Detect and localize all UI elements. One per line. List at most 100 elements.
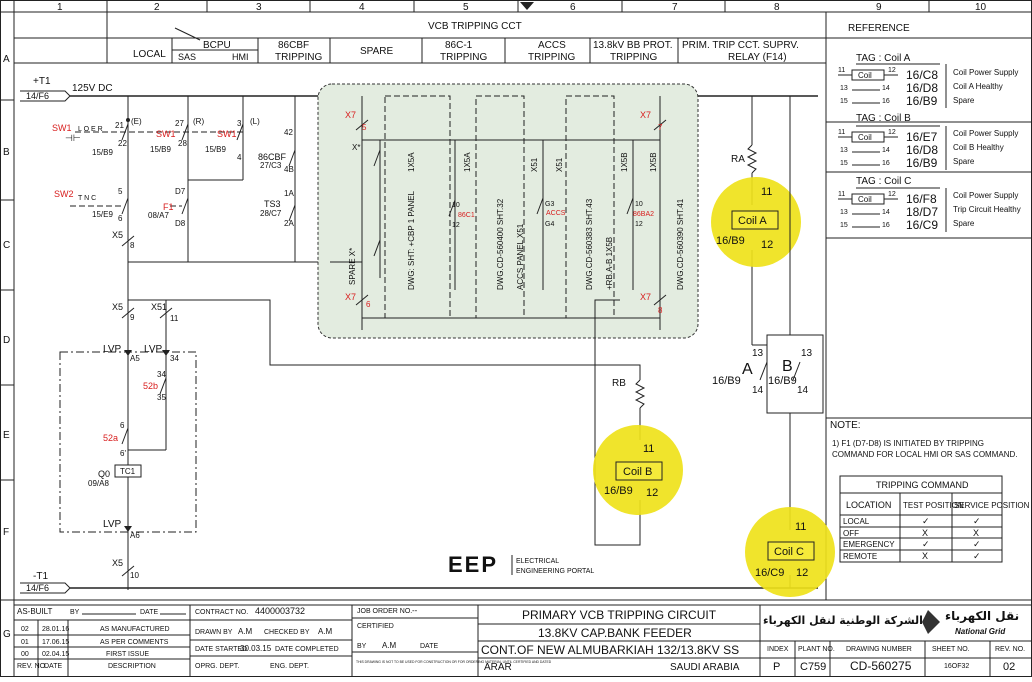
header-reference: REFERENCE [848,23,910,34]
header-prim-sub: RELAY (F14) [728,52,787,63]
table-title: TRIPPING COMMAND [876,480,969,490]
started-date: 30.03.15 [240,644,272,653]
x5-8-label: X5 [112,230,123,240]
sw2-n2: 6 [118,214,123,223]
col6-relay: 86BA2 [633,211,654,218]
sw1-l-n2: 4 [237,153,242,162]
q0-ref: 09/A8 [88,479,109,488]
s52a-n2: 6' [120,449,126,458]
col7-text: DWG.CD-560390 SHT.41 [676,198,685,290]
sw2-mode: T N C [78,195,96,202]
row-emergency-label: EMERGENCY [843,540,895,549]
ts3-ref: 28/C7 [260,209,282,218]
drawing-no-label: DRAWING NUMBER [846,646,912,653]
ref-c-r1: 16/F8 [906,192,937,206]
col2-top-label: 1X5A [407,152,416,172]
coil-a-n1: 11 [761,186,772,198]
drawing-title-1: PRIMARY VCB TRIPPING CIRCUIT [522,608,717,622]
eep-logo: EEP ELECTRICAL ENGINEERING PORTAL [448,552,594,577]
sw1-l-label: SW1 [217,129,237,139]
row-emergency-test: ✓ [922,539,930,549]
t1-neg-ref: 14/F6 [26,583,49,593]
rev-01-no: 01 [21,639,29,646]
contract-no: 4400003732 [255,606,305,616]
s52b-n2: 35 [157,393,166,402]
k86cbf-n2: 4B [284,165,294,174]
ref-a-coil: Coil [858,71,872,80]
row-remote-service: ✓ [973,551,981,561]
coil-c-n2: 12 [796,567,808,579]
eep-brand: EEP [448,552,498,577]
drawn-label: DRAWN BY [195,629,233,636]
drawing-no-value: CD-560275 [850,659,912,673]
coil-a-n2: 12 [761,239,773,251]
col7-top-label: 1X5B [649,152,658,172]
aux-b-label: B [782,358,793,375]
ref-b-d1: Coil Power Supply [953,129,1018,138]
ra-label: RA [731,154,745,165]
lvp-a5-n: A5 [130,354,140,363]
cert-date-label: DATE [420,643,438,650]
row-d: D [3,335,10,346]
ref-b-n14: 14 [882,147,890,154]
rev-02-no: 02 [21,626,29,633]
k86cbf-label: 86CBF [258,152,287,162]
x7-7-label: X7 [640,110,651,120]
col-8: 8 [774,2,780,13]
national-grid-logo-icon [922,610,940,634]
row-f: F [3,527,9,538]
ref-c-n11: 11 [838,191,845,198]
ref-block-coil-c: TAG : Coil C Coil 11 12 13 14 15 16 16/F… [838,176,1021,232]
col2-n2: 12 [452,222,460,229]
row-off-service: X [973,528,979,538]
ref-b-n11: 11 [838,129,845,136]
row-emergency-service: ✓ [973,539,981,549]
rev-01-date: 17.06.15 [42,639,69,646]
lvp-34-n: 34 [170,354,179,363]
col-2: 2 [154,2,160,13]
row-c: C [3,240,10,251]
dc-voltage: 125V DC [72,83,113,94]
x7-6-n: 6 [366,300,371,309]
header-sas: SAS [178,52,196,62]
coil-c-box [767,541,815,561]
cert-by-label: BY [357,643,367,650]
ref-b-n15: 15 [840,160,848,167]
asbuilt-by: BY [70,609,80,616]
title-block: AS-BUILT BY DATE 02 28.01.16 AS MANUFACT… [14,599,1032,677]
k86cbf-ref: 27/C3 [260,161,282,170]
ref-b-n12: 12 [888,129,896,136]
aux-a-label: A [742,361,753,378]
coil-b-label: Coil B [623,466,652,478]
col-1: 1 [57,2,63,13]
row-remote-label: REMOTE [843,552,877,561]
asbuilt-label: AS-BUILT [17,607,53,616]
f1-ref: 08/A7 [148,211,169,220]
row-local-label: LOCAL [843,517,870,526]
s52a-n1: 6 [120,421,125,430]
sw1-l-tag: (L) [250,117,260,126]
ref-c-d1: Coil Power Supply [953,191,1018,200]
th-service: SERVICE POSITION [954,501,1030,510]
row-markers: A B C D E F G [0,54,14,640]
column-markers: 1 2 3 4 5 6 7 8 9 10 [57,0,987,13]
oprg-dept: OPRG. DEPT. [195,663,239,670]
row-local-service: ✓ [973,516,981,526]
col4-text: ACCS PANEL X51 [516,223,525,290]
col4-relay: ACCS [546,210,566,217]
header-hmi: HMI [232,52,249,62]
ref-c-coil: Coil [858,195,872,204]
eep-line1: ELECTRICAL [516,558,559,565]
ref-c-n12: 12 [888,191,896,198]
sw2-n1: 5 [118,187,123,196]
ref-a-n12: 12 [888,67,896,74]
col6-text: +RB.A-B 1X5B [605,237,614,290]
rev-01-desc: AS PER COMMENTS [100,639,169,646]
col1-text: SPARE X* [348,248,357,285]
ref-a-r3: 16/B9 [906,94,938,108]
ref-c-n14: 14 [882,209,890,216]
aux-a-ref: 16/B9 [712,375,741,387]
col6-top-label: 1X5B [620,152,629,172]
plant-label: PLANT NO. [798,646,835,653]
